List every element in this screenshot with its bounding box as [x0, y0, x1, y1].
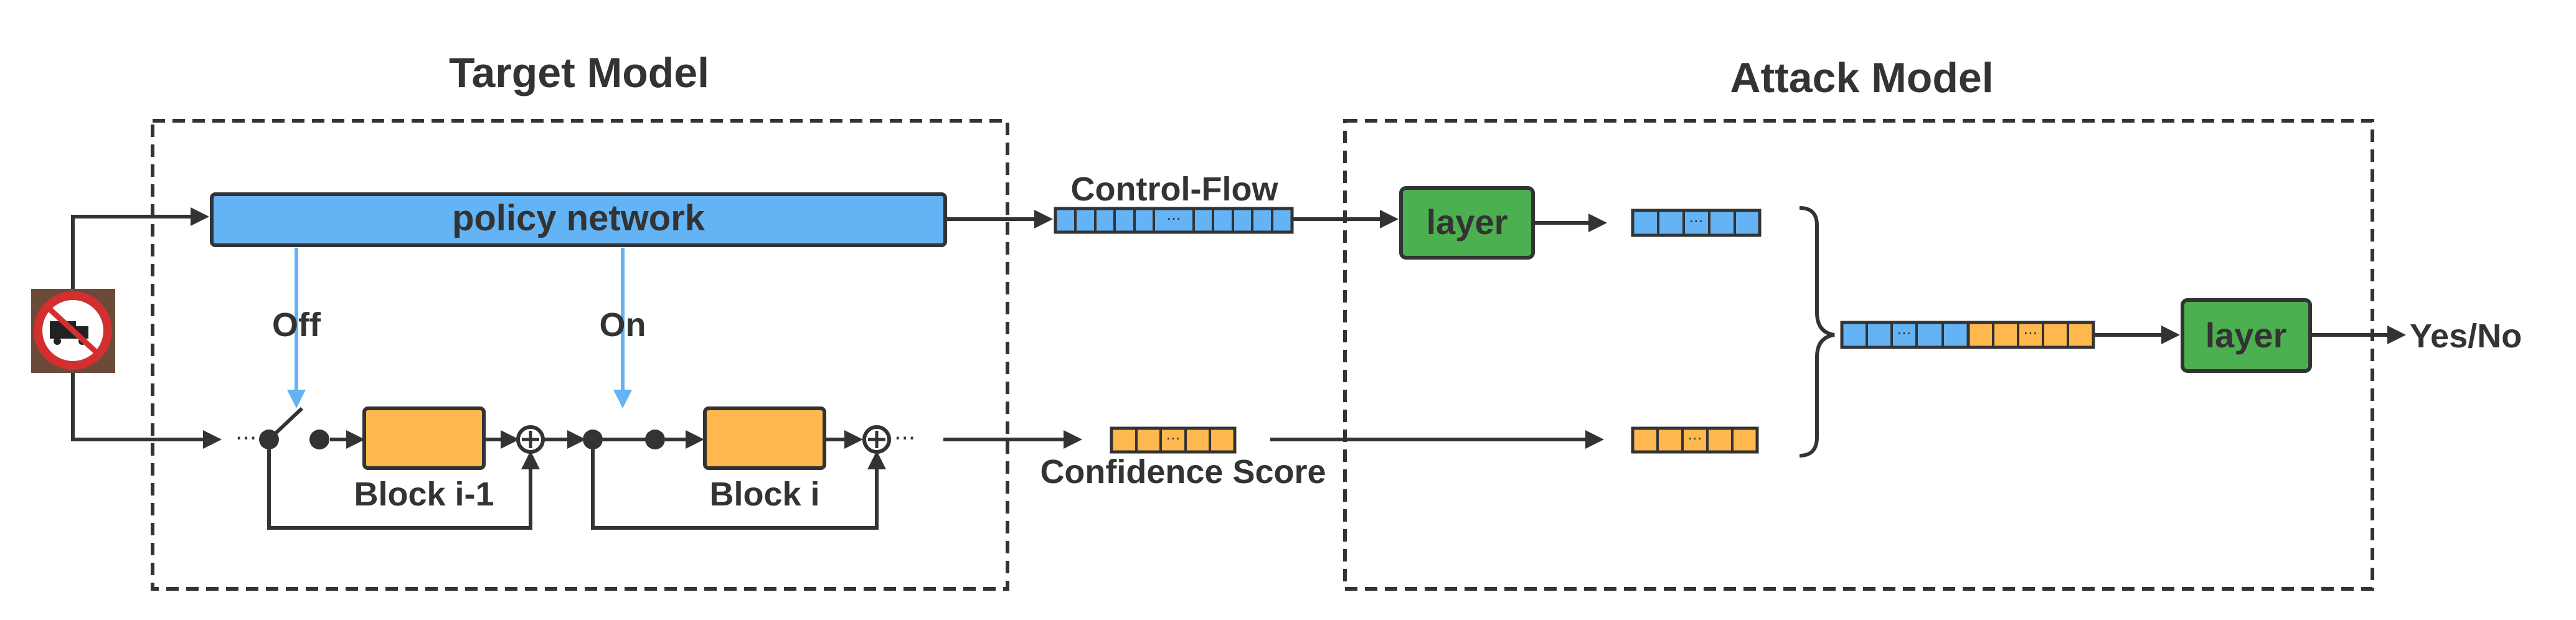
block-i-label: Block i [709, 476, 819, 513]
control-flow-label: Control-Flow [1071, 171, 1279, 208]
skip-connection-1 [267, 449, 540, 530]
block-i-minus-1-label: Block i-1 [354, 476, 494, 513]
switch-node-4 [645, 430, 665, 449]
block-i-minus-1 [362, 406, 486, 470]
svg-text:···: ··· [1167, 210, 1181, 228]
concatenated-vector: ··· ··· [1840, 321, 2095, 349]
circle-plus-icon [516, 425, 545, 454]
yes-no-label: Yes/No [2410, 317, 2522, 355]
confidence-score-label: Confidence Score [1040, 453, 1326, 491]
svg-text:···: ··· [1689, 213, 1704, 230]
leading-ellipsis: ··· [235, 426, 257, 451]
confidence-score-vector: ··· [1110, 426, 1237, 454]
attack-model-title: Attack Model [1730, 54, 1993, 101]
on-label: On [600, 306, 646, 344]
concat-brace [1799, 206, 1835, 458]
attack-model-box [1343, 119, 2374, 591]
control-flow-embedding: ··· [1631, 209, 1762, 237]
open-switch-icon [267, 406, 304, 441]
target-model-title: Target Model [449, 49, 709, 96]
input-to-blocks-arrow [71, 373, 222, 449]
confidence-embedding: ··· [1631, 426, 1759, 454]
target-model-box [151, 119, 1009, 591]
svg-text:···: ··· [1897, 325, 1912, 342]
svg-text:···: ··· [1166, 430, 1181, 448]
circle-plus-icon [862, 425, 891, 454]
attack-layer-output-label: layer [2206, 316, 2287, 355]
switch-node-2 [309, 430, 329, 449]
control-flow-vector: ··· [1054, 207, 1294, 234]
svg-text:···: ··· [2024, 325, 2038, 342]
off-label: Off [272, 306, 321, 344]
policy-network-label: policy network [452, 198, 705, 238]
no-trucks-sign-icon [31, 289, 115, 373]
skip-connection-2 [591, 449, 886, 530]
input-to-policy-arrow [71, 207, 209, 289]
svg-text:···: ··· [1688, 430, 1702, 448]
attack-layer-top-label: layer [1427, 202, 1508, 242]
block-i [703, 406, 826, 470]
switch-node-3 [583, 430, 603, 449]
trailing-ellipsis: ··· [894, 426, 915, 451]
